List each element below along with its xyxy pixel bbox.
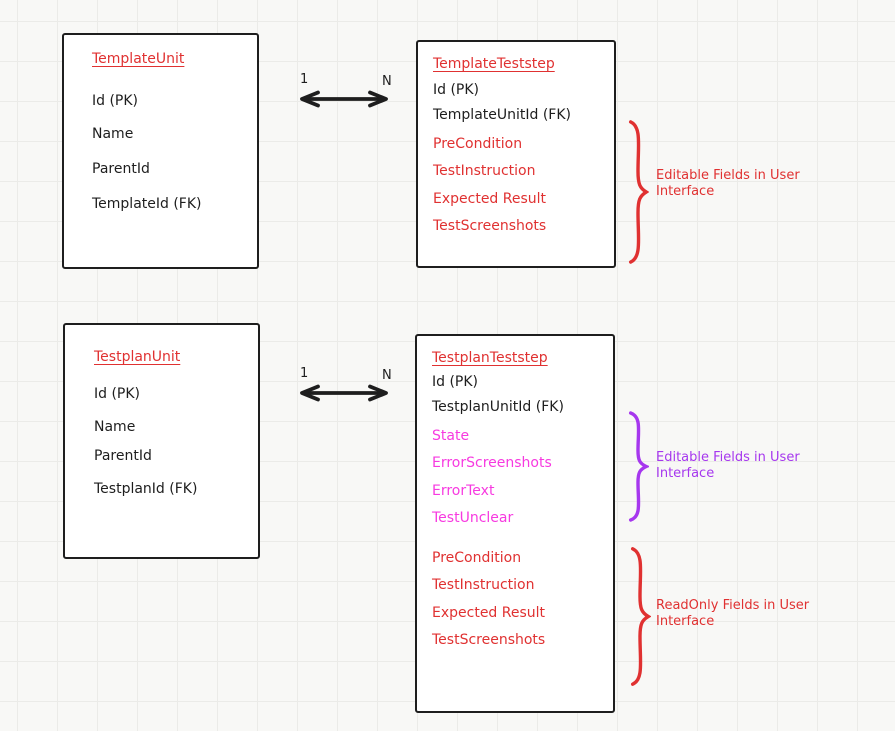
field-row: TemplateUnitId (FK)	[433, 107, 572, 123]
field-row: ErrorText	[432, 483, 495, 499]
entity-title: TestplanUnit	[94, 349, 181, 365]
field-row: Expected Result	[433, 191, 547, 207]
brace-glyph	[629, 545, 651, 688]
field-row: TestplanUnitId (FK)	[432, 399, 564, 415]
field-row: TemplateId (FK)	[92, 196, 202, 212]
field-row: ParentId	[92, 161, 150, 177]
brace-glyph	[627, 410, 649, 523]
field-row: PreCondition	[433, 136, 523, 152]
curly-brace-icon[interactable]	[629, 545, 651, 688]
field-row: TestScreenshots	[432, 632, 546, 648]
double-arrow-icon	[300, 384, 388, 402]
field-row: Id (PK)	[94, 386, 141, 402]
curly-brace-icon[interactable]	[627, 118, 649, 266]
field-row: Id (PK)	[92, 93, 139, 109]
field-row: TestInstruction	[432, 577, 535, 593]
relationship-testplan-1-n[interactable]: 1 N	[292, 366, 396, 412]
cardinality-many-label: N	[382, 368, 392, 383]
brace-glyph	[627, 118, 649, 266]
double-arrow-icon	[300, 90, 388, 108]
curly-brace-icon[interactable]	[627, 410, 649, 523]
entity-template-unit[interactable]: TemplateUnit Id (PK) Name ParentId Templ…	[62, 33, 259, 269]
field-row: Name	[92, 126, 134, 142]
cardinality-one-label: 1	[300, 72, 309, 87]
cardinality-one-label: 1	[300, 366, 309, 381]
entity-title: TemplateTeststep	[433, 56, 555, 72]
field-row: TestplanId (FK)	[94, 481, 198, 497]
field-row: PreCondition	[432, 550, 522, 566]
field-row: ErrorScreenshots	[432, 455, 552, 471]
relationship-template-1-n[interactable]: 1 N	[292, 72, 396, 118]
field-row: Expected Result	[432, 605, 546, 621]
cardinality-many-label: N	[382, 74, 392, 89]
field-row: Name	[94, 419, 136, 435]
field-row: State	[432, 428, 470, 444]
annotation-editable-template[interactable]: Editable Fields in User Interface	[656, 168, 800, 199]
annotation-readonly-testplan[interactable]: ReadOnly Fields in User Interface	[656, 598, 810, 629]
field-row: Id (PK)	[432, 374, 479, 390]
annotation-editable-testplan[interactable]: Editable Fields in User Interface	[656, 450, 800, 481]
entity-title: TemplateUnit	[92, 51, 185, 67]
field-row: TestScreenshots	[433, 218, 547, 234]
entity-template-teststep[interactable]: TemplateTeststep Id (PK) TemplateUnitId …	[416, 40, 616, 268]
field-row: ParentId	[94, 448, 152, 464]
field-row: Id (PK)	[433, 82, 480, 98]
entity-title: TestplanTeststep	[432, 350, 548, 366]
entity-testplan-teststep[interactable]: TestplanTeststep Id (PK) TestplanUnitId …	[415, 334, 615, 713]
field-row: TestUnclear	[432, 510, 514, 526]
field-row: TestInstruction	[433, 163, 536, 179]
entity-testplan-unit[interactable]: TestplanUnit Id (PK) Name ParentId Testp…	[63, 323, 260, 559]
